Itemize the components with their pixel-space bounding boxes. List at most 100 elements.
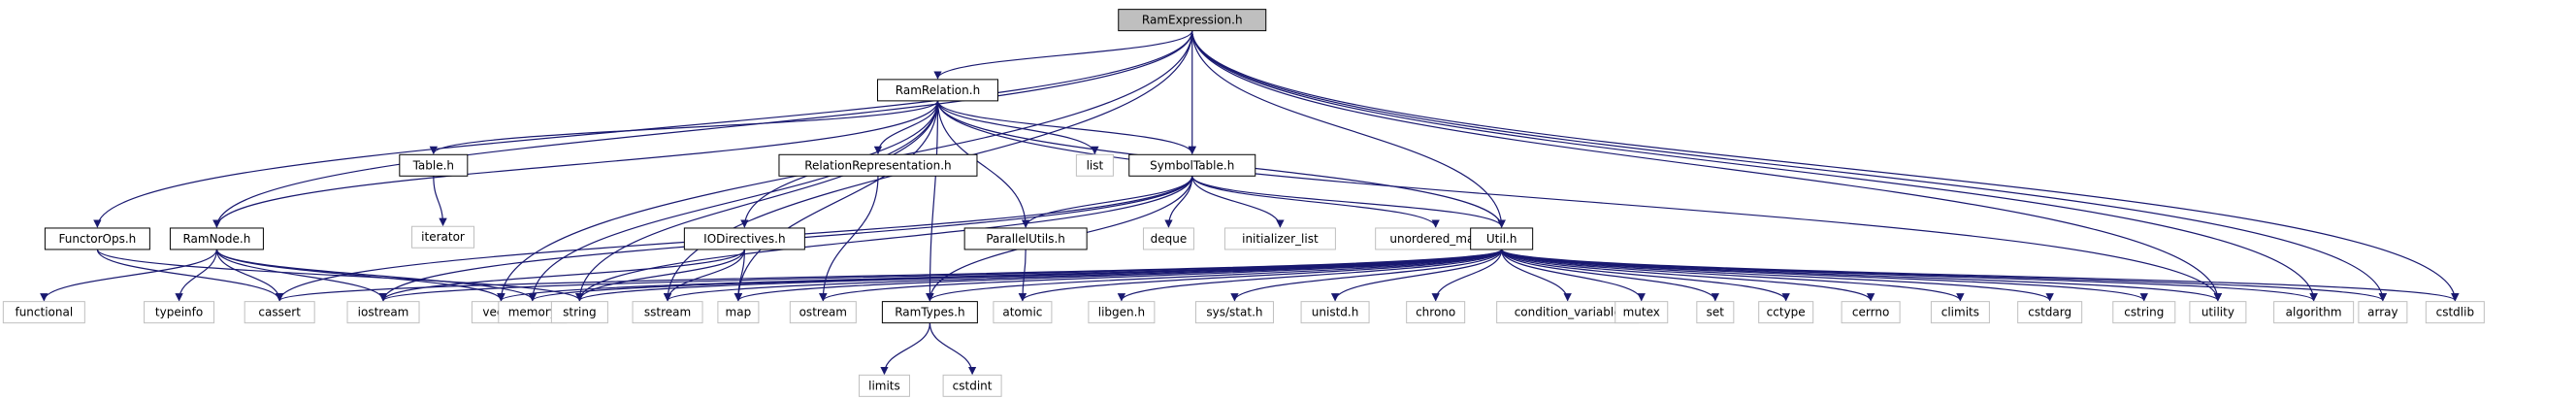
node-label-cassert: cassert — [258, 306, 301, 319]
edges-layer — [40, 30, 2460, 376]
node-label-cstring: cstring — [2124, 306, 2164, 319]
edge-util-h-to-ramtypes-h — [926, 249, 1503, 302]
node-cstring: cstring — [2112, 301, 2176, 324]
node-label-array: array — [2367, 306, 2397, 319]
node-box-utility — [2189, 301, 2247, 324]
node-box-climits — [1930, 301, 1990, 324]
node-set: set — [1696, 301, 1735, 324]
node-label-limits: limits — [868, 379, 900, 392]
node-box-algorithm — [2273, 301, 2355, 324]
node-label-libgen-h: libgen.h — [1098, 306, 1145, 319]
node-ramrelation-h[interactable]: RamRelation.h — [876, 79, 998, 102]
node-box-ramexpression-h — [1118, 9, 1267, 32]
edge-ramnode-h-to-memory — [215, 249, 537, 302]
node-label-ramtypes-h: RamTypes.h — [895, 306, 964, 319]
node-label-chrono: chrono — [1416, 306, 1455, 319]
edge-ramexpression-h-to-ramnode-h — [212, 30, 1193, 228]
node-string: string — [550, 301, 608, 324]
node-label-algorithm: algorithm — [2286, 306, 2342, 319]
edge-ramrelation-h-to-ramnode-h — [212, 100, 939, 228]
node-climits: climits — [1930, 301, 1990, 324]
node-label-ramexpression-h: RamExpression.h — [1142, 14, 1243, 27]
node-unistd-h: unistd.h — [1300, 301, 1370, 324]
node-atomic: atomic — [993, 301, 1053, 324]
node-box-array — [2358, 301, 2408, 324]
node-map: map — [717, 301, 760, 324]
node-label-deque: deque — [1151, 232, 1188, 246]
edge-ramexpression-h-to-utility — [1191, 30, 2223, 302]
node-label-iodirectives-h: IODirectives.h — [703, 232, 785, 246]
edge-util-h-to-libgen-h — [1117, 249, 1503, 302]
edge-util-h-to-utility — [1501, 249, 2222, 302]
node-label-map: map — [726, 306, 752, 319]
edge-ramrelation-h-to-map — [734, 100, 939, 302]
node-ramtypes-h[interactable]: RamTypes.h — [881, 301, 978, 324]
node-box-map — [717, 301, 760, 324]
node-box-util-h — [1470, 227, 1534, 250]
node-relationrepresentation-h[interactable]: RelationRepresentation.h — [778, 153, 978, 177]
node-box-cassert — [244, 301, 315, 324]
node-box-iterator — [411, 225, 475, 249]
node-cerrno: cerrno — [1841, 301, 1901, 324]
node-label-relationrepresentation-h: RelationRepresentation.h — [804, 158, 951, 172]
node-label-iostream: iostream — [358, 306, 409, 319]
node-iodirectives-h[interactable]: IODirectives.h — [683, 227, 805, 250]
node-box-sstream — [632, 301, 703, 324]
edge-ramnode-h-to-vector — [215, 249, 505, 302]
node-box-functorops-h — [44, 227, 150, 250]
node-table-h[interactable]: Table.h — [399, 153, 469, 177]
node-box-ramnode-h — [169, 227, 264, 250]
node-box-cstdarg — [2017, 301, 2083, 324]
node-ramnode-h[interactable]: RamNode.h — [169, 227, 264, 250]
edge-table-h-to-iterator — [433, 176, 447, 227]
edge-ramrelation-h-to-string — [575, 100, 939, 302]
node-label-ramrelation-h: RamRelation.h — [896, 83, 980, 97]
node-utility: utility — [2189, 301, 2247, 324]
node-box-symboltable-h — [1128, 153, 1256, 177]
node-label-ostream: ostream — [799, 306, 847, 319]
edge-symboltable-h-to-string — [575, 176, 1193, 302]
node-label-atomic: atomic — [1002, 306, 1042, 319]
edge-symboltable-h-to-util-h — [1191, 176, 1506, 228]
edge-ramrelation-h-to-memory — [528, 100, 939, 302]
node-util-h[interactable]: Util.h — [1470, 227, 1534, 250]
edge-ramtypes-h-to-cstdint — [929, 322, 977, 376]
node-typeinfo: typeinfo — [144, 301, 215, 324]
edge-util-h-to-cstdarg — [1501, 249, 2054, 302]
node-label-sstream: sstream — [644, 306, 691, 319]
node-box-cstdint — [942, 374, 1002, 397]
node-box-mutex — [1614, 301, 1669, 324]
edge-ramexpression-h-to-util-h — [1191, 30, 1506, 228]
node-ostream: ostream — [789, 301, 857, 324]
node-iterator: iterator — [411, 225, 475, 249]
node-ramexpression-h[interactable]: RamExpression.h — [1118, 9, 1267, 32]
node-symboltable-h[interactable]: SymbolTable.h — [1128, 153, 1256, 177]
edge-util-h-to-unistd-h — [1330, 249, 1503, 302]
node-box-cstring — [2112, 301, 2176, 324]
node-limits: limits — [858, 374, 910, 397]
edge-util-h-to-cctype — [1501, 249, 1790, 302]
node-condition-variable: condition_variable — [1496, 301, 1640, 324]
node-label-unordered-map: unordered_map — [1389, 232, 1482, 246]
node-label-symboltable-h: SymbolTable.h — [1150, 158, 1234, 172]
node-label-climits: climits — [1941, 306, 1979, 319]
node-label-cctype: cctype — [1767, 306, 1806, 319]
edge-ramnode-h-to-iostream — [215, 249, 388, 302]
node-cassert: cassert — [244, 301, 315, 324]
edge-ramnode-h-to-typeinfo — [175, 249, 218, 302]
node-algorithm: algorithm — [2273, 301, 2355, 324]
edge-ramexpression-h-to-cstdlib — [1191, 30, 2460, 302]
node-box-libgen-h — [1088, 301, 1156, 324]
node-parallelutils-h[interactable]: ParallelUtils.h — [963, 227, 1088, 250]
node-label-parallelutils-h: ParallelUtils.h — [986, 232, 1065, 246]
node-label-list: list — [1087, 158, 1104, 172]
edge-ramrelation-h-to-table-h — [429, 100, 939, 155]
node-label-set: set — [1707, 306, 1725, 319]
edge-symboltable-h-to-initializer-list — [1191, 176, 1285, 228]
node-functorops-h[interactable]: FunctorOps.h — [44, 227, 150, 250]
node-label-iterator: iterator — [421, 230, 465, 244]
node-chrono: chrono — [1406, 301, 1466, 324]
edge-util-h-to-sys-stat-h — [1230, 249, 1503, 302]
edge-ramexpression-h-to-functorops-h — [93, 30, 1193, 228]
